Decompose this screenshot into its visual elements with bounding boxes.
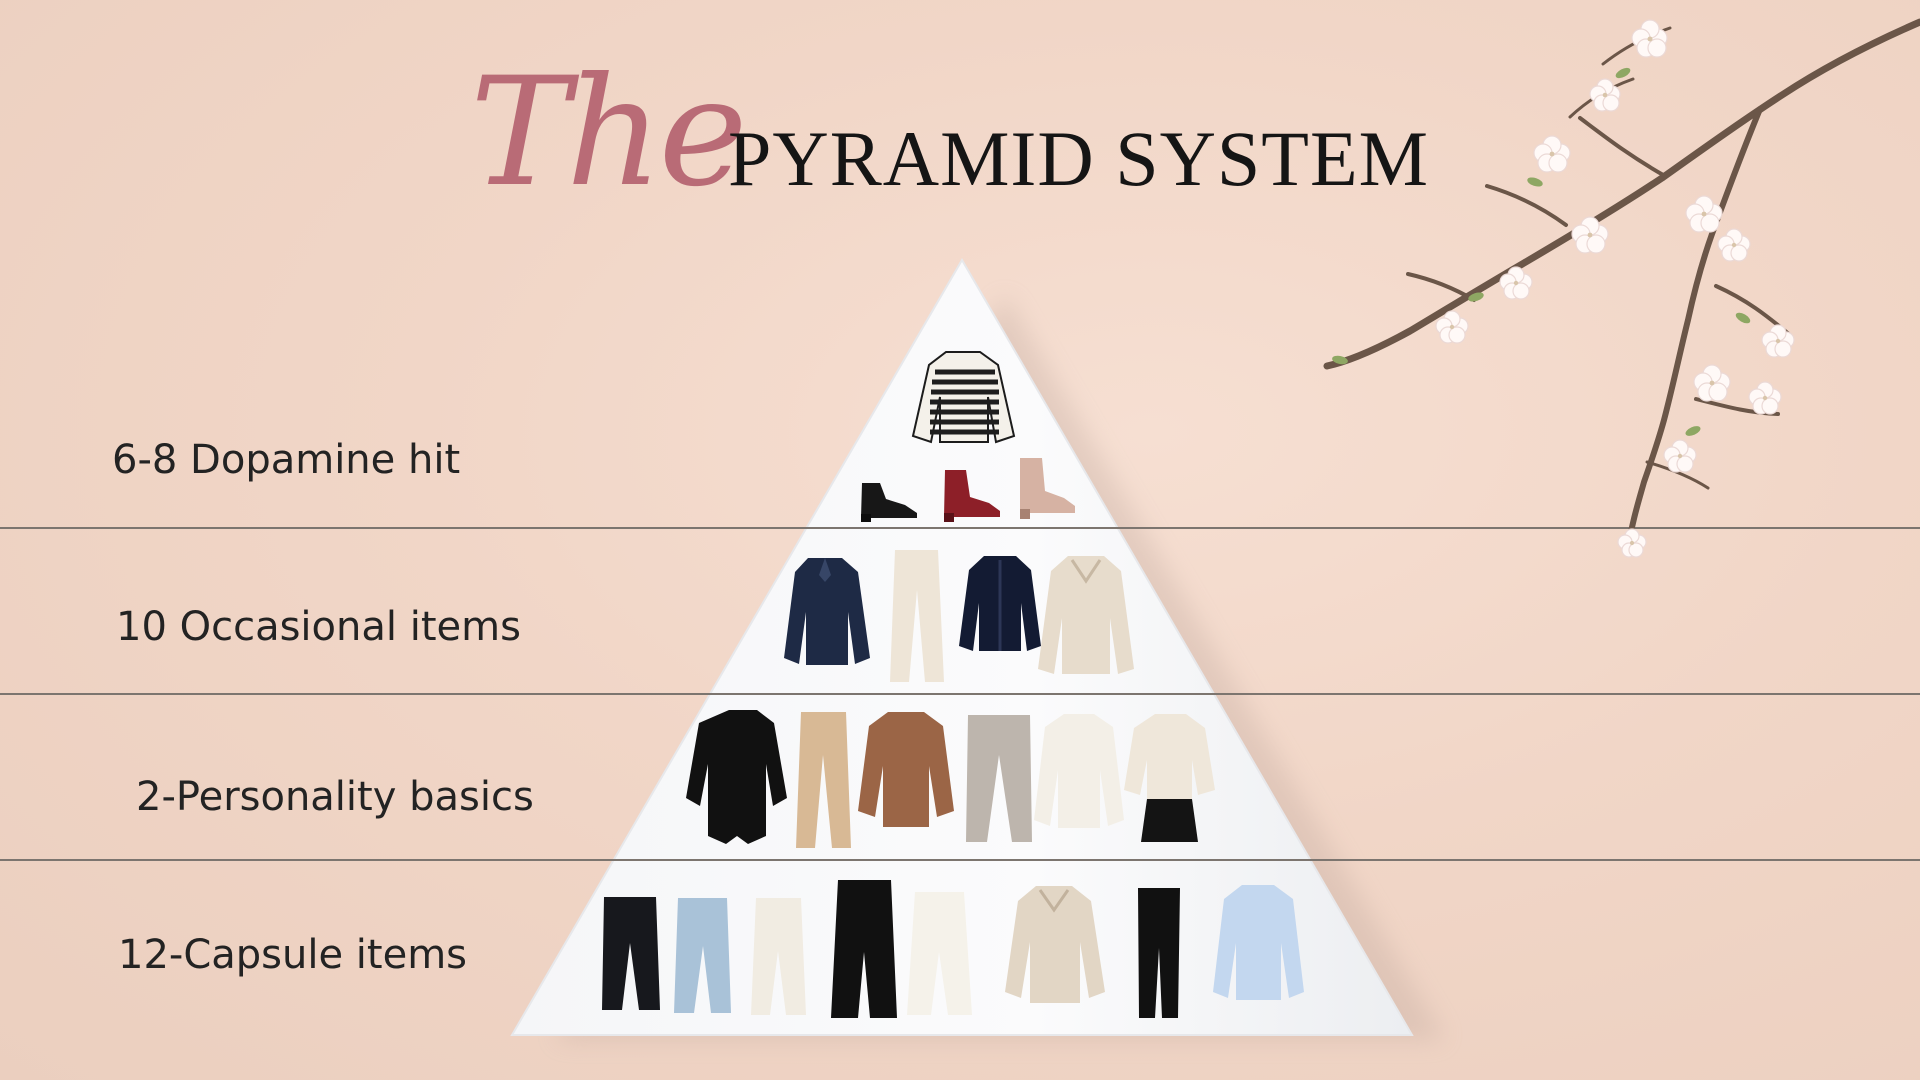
tier-label-personality: 2-Personality basics — [136, 774, 534, 820]
black-bootie-icon — [861, 483, 917, 522]
tier-top-items — [861, 351, 1075, 522]
black-leggings-icon — [1138, 888, 1180, 1018]
red-boot-icon — [944, 470, 1000, 522]
tier-second-items — [784, 550, 1134, 682]
white-shirt-icon — [1034, 714, 1124, 828]
navy-shirt-icon — [784, 558, 870, 665]
striped-sweater-icon — [911, 351, 1016, 444]
blossom-branch-decoration — [1323, 18, 1920, 558]
white-wide-trousers-icon — [907, 892, 972, 1015]
title: The PYRAMID SYSTEM — [470, 46, 1428, 238]
light-blue-shirt-icon — [1213, 885, 1304, 1000]
title-main: PYRAMID SYSTEM — [728, 115, 1429, 202]
light-jeans-icon — [674, 898, 731, 1013]
beige-boot-icon — [1020, 458, 1075, 519]
beige-blouse-icon — [1038, 556, 1134, 674]
beige-shirt-icon — [1005, 886, 1105, 1003]
grey-trousers-icon — [966, 715, 1032, 842]
cream-trousers-icon — [890, 550, 944, 682]
white-jeans-icon — [751, 898, 806, 1015]
tier-bottom-items — [602, 880, 1304, 1018]
two-tone-dress-icon — [1124, 714, 1215, 842]
tan-trousers-icon — [796, 712, 851, 848]
title-script: The — [470, 46, 747, 220]
brown-sweater-icon — [858, 712, 954, 827]
black-jeans-icon — [602, 897, 660, 1010]
tier-label-occasional: 10 Occasional items — [116, 604, 521, 650]
tier-label-dopamine: 6-8 Dopamine hit — [112, 437, 461, 483]
tier-third-items — [686, 710, 1215, 848]
black-wide-trousers-icon — [831, 880, 897, 1018]
black-bodysuit-icon — [686, 710, 787, 844]
navy-cardigan-icon — [959, 556, 1041, 651]
tier-label-capsule: 12-Capsule items — [118, 932, 468, 978]
